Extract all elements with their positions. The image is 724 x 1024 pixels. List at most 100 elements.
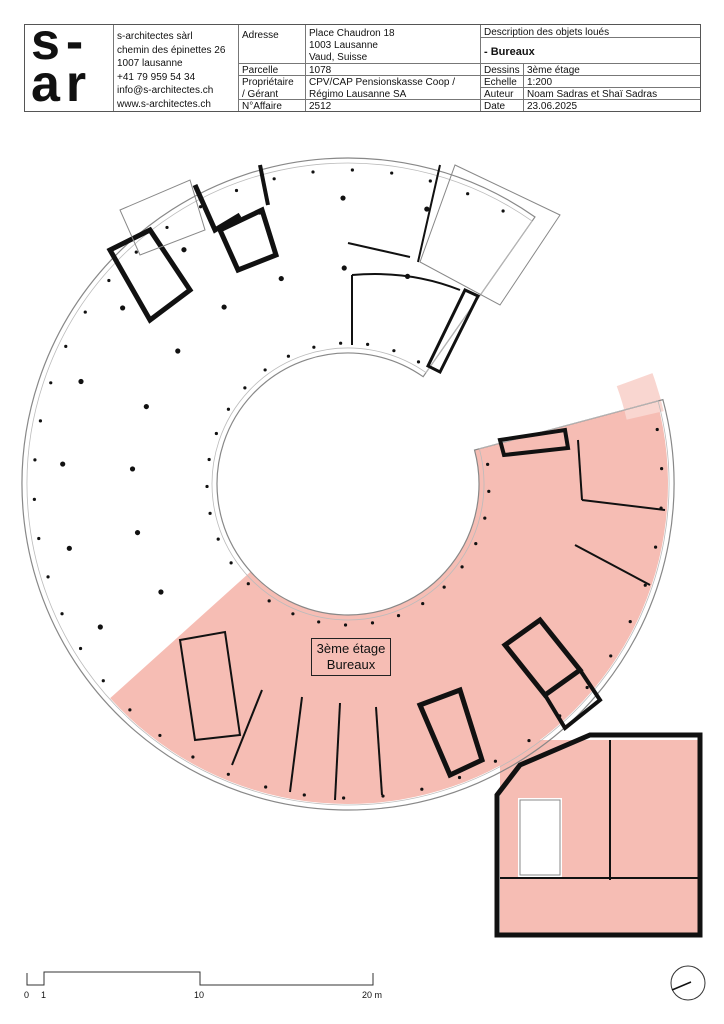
inner-column — [366, 342, 370, 346]
inner-column — [370, 621, 375, 625]
echelle-value: 1:200 — [527, 77, 553, 88]
description-value: - Bureaux — [484, 46, 535, 58]
structural-column — [278, 275, 284, 282]
inner-column — [474, 541, 478, 546]
structural-column — [66, 545, 72, 551]
structural-column — [143, 403, 149, 410]
structural-column — [424, 206, 430, 212]
facade-column — [64, 344, 68, 348]
building-bottom-right — [494, 732, 703, 938]
inner-column — [396, 614, 401, 618]
ring-building — [21, 157, 698, 933]
rented-terrace-area — [616, 373, 664, 420]
inner-column — [343, 623, 348, 627]
stair-lower — [519, 799, 561, 876]
partition-wall — [577, 439, 583, 501]
facade-column — [350, 168, 354, 172]
label-line: / Gérant — [242, 89, 279, 100]
inner-column — [416, 360, 421, 364]
facade-column — [226, 772, 230, 776]
structural-column — [120, 305, 126, 311]
parcelle-value: 1078 — [309, 65, 332, 76]
partition-wall — [581, 499, 666, 511]
inner-column — [267, 599, 271, 603]
inner-column — [442, 585, 446, 589]
scale-label-0: 0 — [24, 990, 30, 1000]
plan-label: 3ème étage Bureaux — [311, 638, 391, 676]
inner-column — [487, 489, 491, 493]
inner-column — [243, 386, 247, 390]
inner-column — [291, 612, 295, 616]
parcelle-label: Parcelle — [242, 65, 279, 76]
columns — [32, 168, 664, 800]
facade-column — [527, 738, 531, 743]
structural-column — [129, 466, 136, 472]
facade-column — [272, 177, 276, 181]
facade-column — [264, 785, 268, 789]
title-block: s‑ar s-architectes sàrl chemin des épine… — [24, 16, 701, 113]
facade-column — [83, 310, 87, 314]
inner-column — [229, 561, 233, 565]
partition-wall — [375, 706, 383, 796]
date-label: Date — [484, 101, 506, 112]
stair-upper — [119, 179, 206, 256]
inner-column — [208, 511, 212, 515]
north-arrow-needle — [671, 981, 692, 991]
north-arrow-icon — [670, 965, 706, 1001]
inner-column — [207, 457, 211, 462]
plan-label-floor: 3ème étage — [316, 641, 386, 656]
company-website[interactable]: www.s-architectes.ch — [117, 98, 211, 110]
facade-column — [420, 787, 424, 791]
affaire-label: N°Affaire — [242, 101, 282, 112]
facade-column — [653, 545, 658, 549]
shaft-top-right — [426, 288, 481, 375]
inner-column — [226, 407, 231, 411]
date-value: 23.06.2025 — [527, 101, 578, 112]
core-lower-mid — [416, 686, 486, 779]
scale-label-20: 20 m — [362, 990, 383, 1000]
partition-wall — [334, 702, 341, 801]
facade-column — [628, 620, 632, 624]
facade-column — [165, 225, 169, 230]
stair-core-annex — [518, 798, 562, 877]
inner-column — [263, 368, 267, 372]
scale-bar-line — [26, 971, 374, 986]
company-email[interactable]: info@s-architectes.ch — [117, 85, 214, 96]
facade-column — [311, 170, 315, 174]
inner-column — [286, 354, 291, 358]
north-arrow — [670, 965, 706, 1001]
proprietaire-label: Propriétaire / Gérant — [239, 75, 297, 103]
dessins-label: Dessins — [484, 65, 520, 76]
structural-column — [340, 195, 346, 201]
inner-column — [216, 537, 220, 541]
facade-column — [457, 775, 462, 780]
structural-column — [97, 624, 103, 630]
wc-block — [178, 630, 242, 742]
wall — [417, 164, 441, 263]
inner-column — [214, 431, 218, 436]
facade-column — [609, 654, 613, 658]
facade-column — [643, 583, 647, 587]
facade-column — [390, 171, 394, 175]
company-info: s-architectes sàrl chemin des épinettes … — [114, 28, 238, 113]
description-label: Description des objets loués — [484, 27, 610, 38]
structural-column — [78, 378, 84, 385]
company-name: s-architectes sàrl — [117, 31, 193, 42]
structural-column — [134, 529, 141, 536]
inner-column — [339, 341, 343, 345]
scale-label-1: 1 — [41, 990, 47, 1000]
wall — [258, 164, 270, 206]
facade-column — [302, 793, 306, 797]
adresse-line: Place Chaudron 18 — [309, 28, 395, 39]
ring-outline — [21, 157, 675, 811]
facade-column — [46, 575, 50, 579]
echelle-label: Echelle — [484, 77, 517, 88]
affaire-value: 2512 — [309, 101, 332, 112]
facade-column — [158, 733, 162, 738]
structural-column — [175, 348, 181, 354]
adresse-label: Adresse — [242, 30, 279, 41]
facade-column — [381, 794, 385, 798]
inner-column — [460, 565, 464, 569]
inner-column — [205, 484, 209, 489]
scale-label-10: 10 — [194, 990, 205, 1000]
